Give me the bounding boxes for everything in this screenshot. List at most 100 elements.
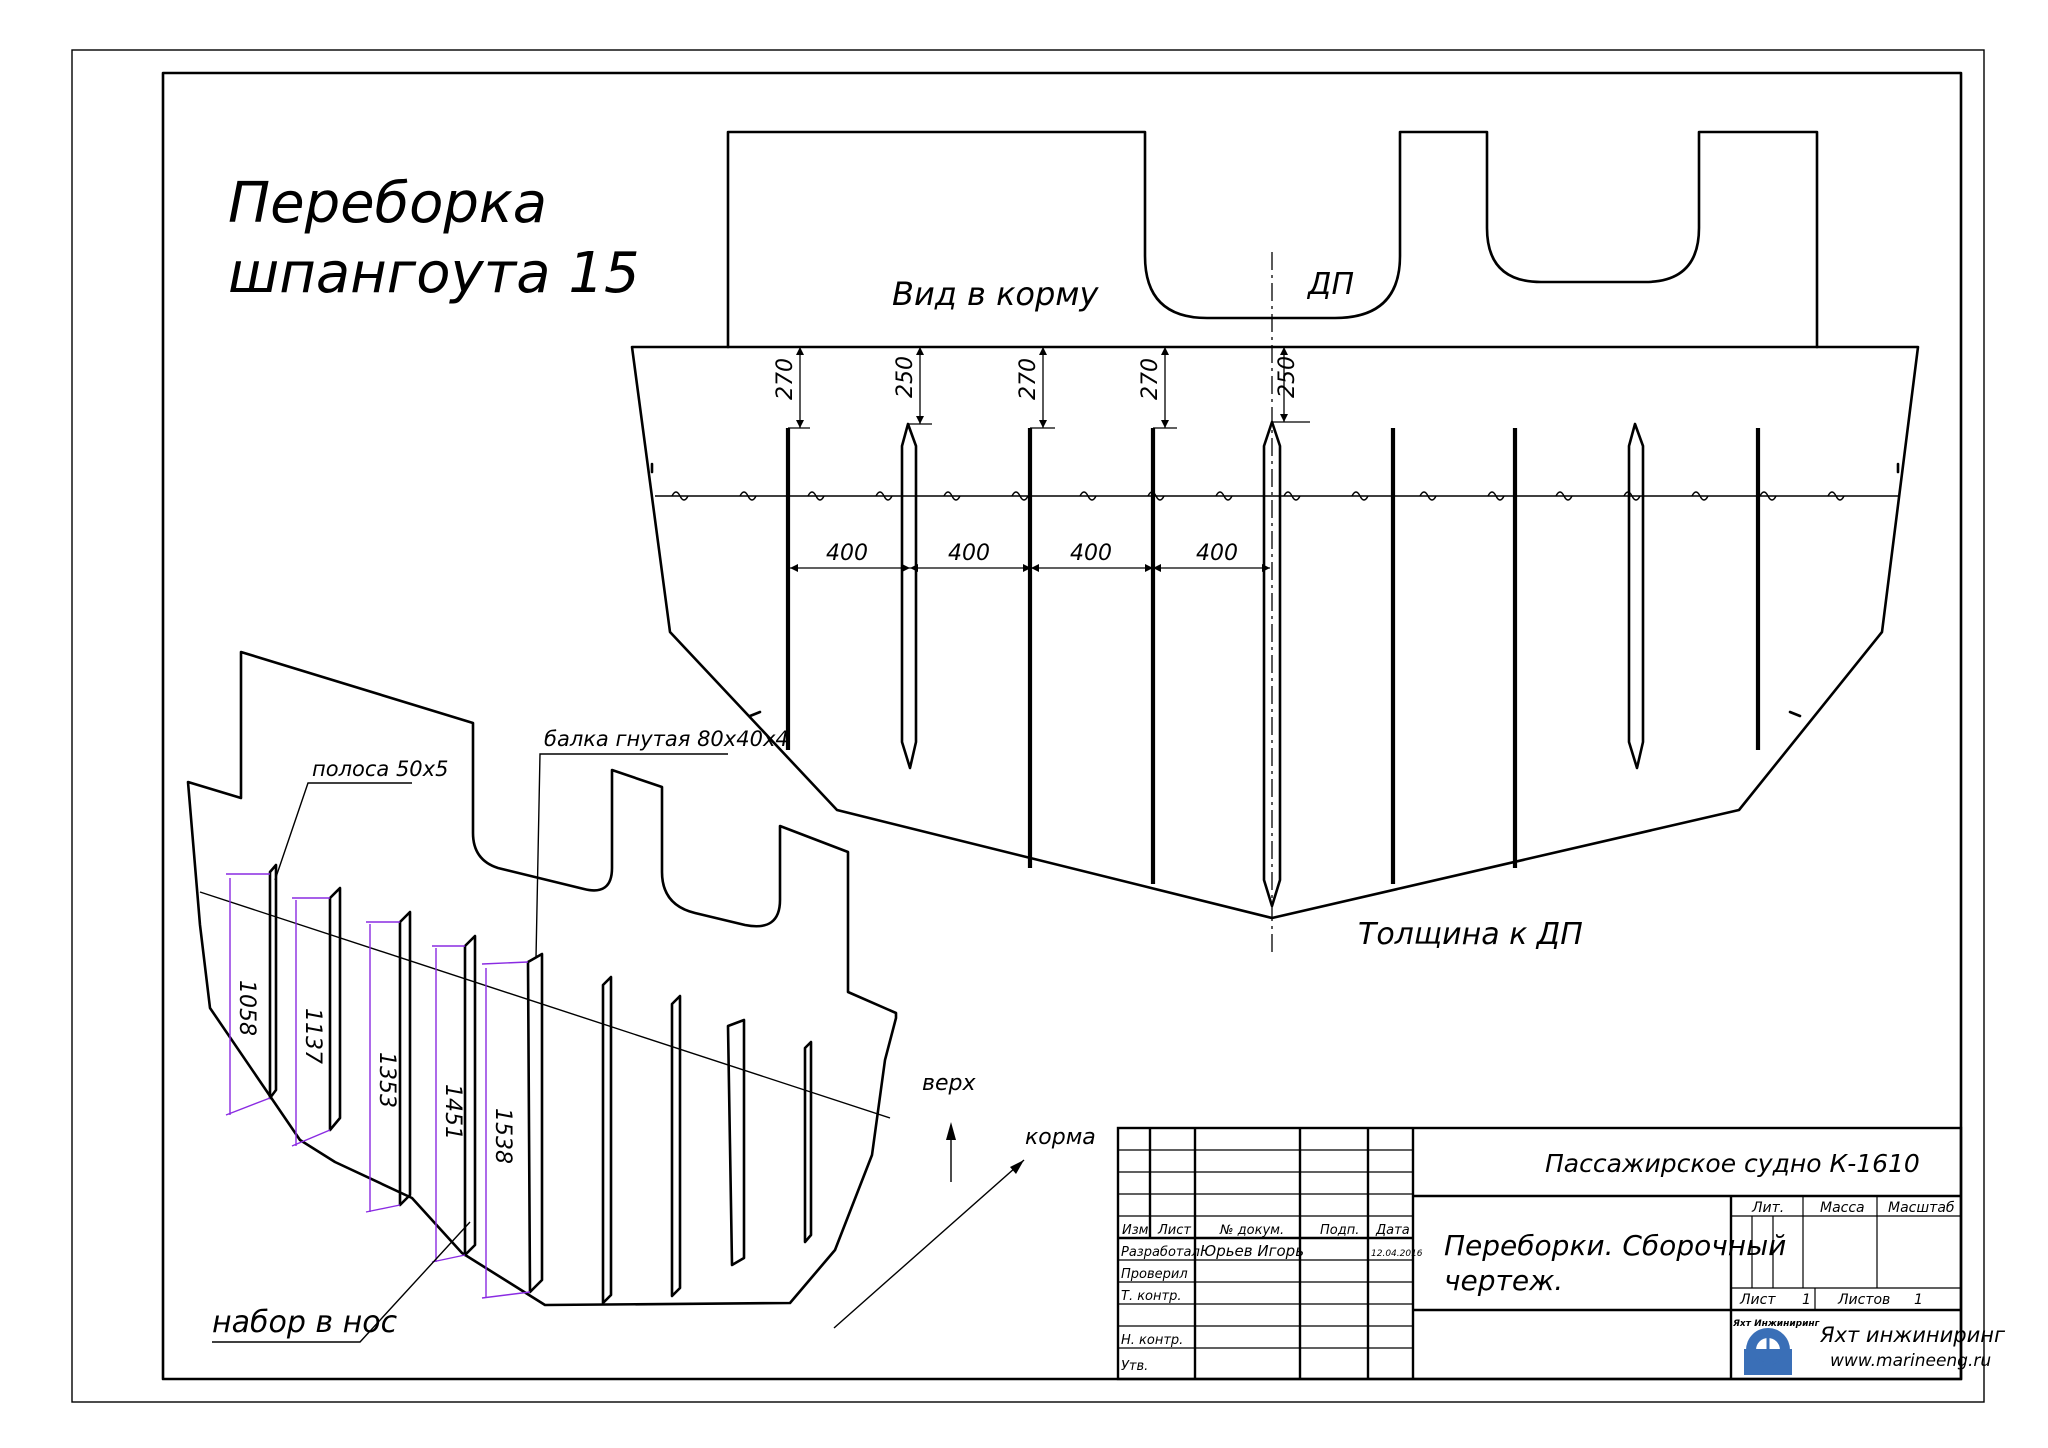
callout-strip-leader (274, 782, 412, 881)
bulkhead-top-profile (726, 130, 1819, 349)
break-line-waves (671, 491, 1845, 501)
break-wave (1623, 491, 1641, 501)
tb-col-izm: Изм (1122, 1223, 1149, 1238)
axis-aft-arrow (833, 1159, 1025, 1329)
tb-developed-label: Разработал (1121, 1245, 1200, 1260)
tb-lit-label: Лит. (1751, 1200, 1784, 1216)
bent-beam (900, 422, 918, 770)
break-wave (739, 491, 757, 501)
tb-approved-label: Утв. (1121, 1359, 1148, 1374)
tb-company-site: www.marineeng.ru (1830, 1351, 1991, 1371)
iso-strip (268, 863, 278, 1100)
dim-top-3: 270 (1016, 358, 1041, 400)
tb-sheet-value: 1 (1802, 1292, 1811, 1308)
bulkhead-hull-outline (630, 345, 1920, 920)
iso-dimensions: 1058 1137 1353 1451 1538 (225, 873, 531, 1299)
axis-up-label: верх (922, 1071, 976, 1096)
iso-strip (463, 934, 477, 1257)
iso-dim-5: 1538 (490, 1108, 515, 1164)
drawing-title-line1: Переборка (228, 171, 547, 236)
callout-bow: набор в нос (212, 1305, 398, 1340)
tb-sheet-label: Лист (1739, 1292, 1776, 1308)
tb-ncontrol-label: Н. контр. (1121, 1333, 1183, 1348)
iso-outline (186, 650, 898, 1307)
tb-ship-name: Пассажирское судно К-1610 (1545, 1149, 1920, 1178)
break-wave (807, 491, 825, 501)
bulkhead-isometric-view: 1058 1137 1353 1451 1538 полоса 50х5 бал… (186, 650, 1096, 1343)
break-wave (875, 491, 893, 501)
tb-developed-name: Юрьев Игорь (1200, 1242, 1304, 1260)
break-wave (1487, 491, 1505, 501)
iso-break-line (199, 891, 891, 1119)
break-wave (1283, 491, 1301, 501)
tb-doc-title-2: чертеж. (1444, 1264, 1563, 1297)
dim-spacing-3: 400 (1070, 541, 1112, 566)
tb-developed-date: 12.04.2016 (1371, 1249, 1423, 1259)
bent-beam (1262, 420, 1282, 908)
dim-top-1: 270 (773, 358, 798, 400)
axis-up-arrowhead (946, 1122, 956, 1140)
break-wave (1555, 491, 1573, 501)
tb-col-sign: Подп. (1320, 1223, 1359, 1238)
tb-col-list: Лист (1157, 1223, 1191, 1238)
callout-bow-leader (212, 1221, 471, 1343)
tb-col-date: Дата (1375, 1223, 1410, 1238)
tb-checked-label: Проверил (1121, 1267, 1188, 1282)
tb-doc-title-1: Переборки. Сборочный (1444, 1229, 1786, 1262)
break-wave (1215, 491, 1233, 501)
company-logo: Яхт Инжиниринг (1732, 1319, 1820, 1375)
break-wave (1759, 491, 1777, 501)
iso-strip (398, 910, 412, 1207)
dim-top-2: 250 (893, 356, 918, 398)
tb-scale-label: Масштаб (1888, 1200, 1955, 1216)
dim-spacing-4: 400 (1196, 541, 1238, 566)
break-wave (1011, 491, 1029, 501)
centerline-label: ДП (1306, 267, 1354, 302)
break-wave (1079, 491, 1097, 501)
break-wave (1691, 491, 1709, 501)
iso-dim-2: 1137 (300, 1008, 325, 1064)
tb-col-docno: № докум. (1219, 1223, 1284, 1238)
bulkhead-aft-view: ДП Вид в корму Толщина к ДП (630, 130, 1920, 955)
drawing-title-line2: шпангоута 15 (228, 241, 640, 306)
iso-strip (670, 994, 682, 1298)
dim-top-4: 270 (1138, 358, 1163, 400)
hull-tick (1788, 710, 1802, 718)
logo-caption: Яхт Инжиниринг (1732, 1319, 1820, 1329)
iso-dim-1: 1058 (234, 980, 259, 1036)
axis-aft-arrowhead (1010, 1160, 1024, 1174)
callout-beam-leader (535, 753, 728, 959)
top-dimensions: 270 250 270 270 250 (773, 347, 1310, 429)
tb-sheets-label: Листов (1837, 1292, 1890, 1308)
break-wave (943, 491, 961, 501)
break-wave (1419, 491, 1437, 501)
tb-tcontrol-label: Т. контр. (1121, 1289, 1181, 1304)
tb-sheets-value: 1 (1914, 1292, 1923, 1308)
dim-spacing-2: 400 (948, 541, 990, 566)
view-label: Вид в корму (892, 275, 1099, 313)
thickness-note: Толщина к ДП (1358, 917, 1583, 952)
iso-strip (601, 975, 613, 1305)
break-wave (1827, 491, 1845, 501)
dim-spacing-1: 400 (826, 541, 868, 566)
bent-beam (1627, 422, 1645, 770)
break-wave (1147, 491, 1165, 501)
tb-mass-label: Масса (1820, 1200, 1865, 1216)
iso-beam (526, 952, 544, 1294)
iso-strip (328, 886, 342, 1132)
break-wave (671, 491, 689, 501)
outer-frame (71, 49, 1985, 1403)
dim-top-5: 250 (1275, 356, 1300, 398)
tb-company-name: Яхт инжиниринг (1819, 1323, 2006, 1347)
iso-beam (726, 1018, 746, 1267)
callout-beam: балка гнутая 80х40х4 (544, 727, 789, 751)
spacing-dimensions: 400 400 400 400 (790, 541, 1270, 572)
iso-strip (803, 1040, 813, 1244)
iso-dim-4: 1451 (440, 1084, 465, 1140)
title-block: Изм Лист № докум. Подп. Дата Разработал … (1116, 1126, 2006, 1381)
callout-strip: полоса 50х5 (312, 757, 448, 781)
inner-frame (161, 71, 1963, 1381)
iso-dim-3: 1353 (374, 1052, 399, 1108)
break-wave (1351, 491, 1369, 501)
